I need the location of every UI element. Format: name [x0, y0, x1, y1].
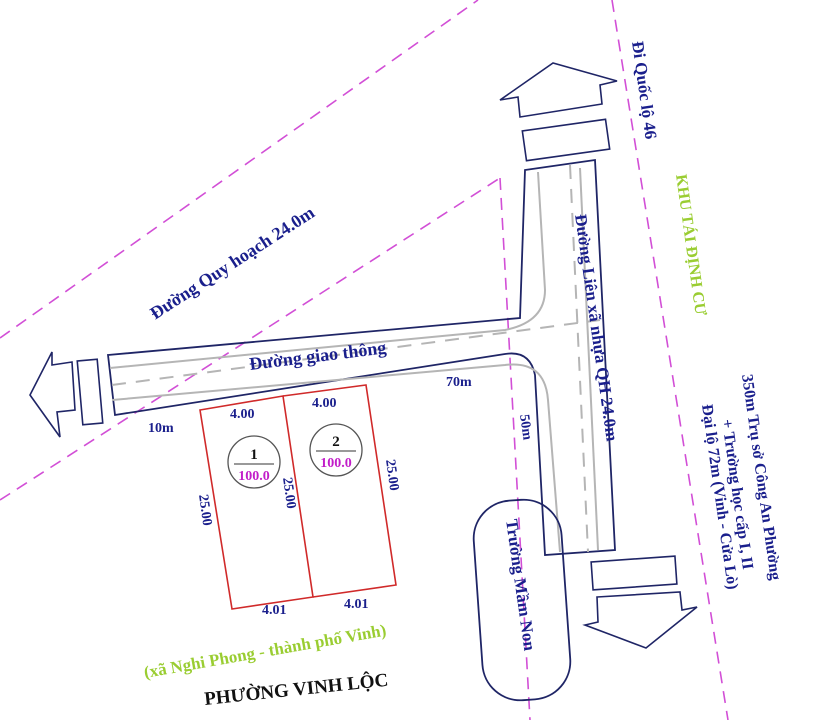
distance-left-label: 10m: [148, 421, 174, 436]
lot-1-number: 1: [250, 447, 258, 463]
traffic-road-label: Đường giao thông: [248, 337, 387, 374]
kindergarten-block: [472, 498, 572, 702]
arrow-down-icon: [582, 591, 698, 649]
lot-1-front: 4.00: [230, 407, 255, 422]
lot-2-area: 100.0: [320, 456, 352, 471]
lot-1-left-side: 25.00: [195, 493, 214, 526]
kindergarten-label: Trường Mầm Non: [502, 518, 539, 653]
lot-2-back: 4.01: [344, 597, 369, 612]
lot-2-boundary: [282, 384, 397, 598]
lot-1-badge: [227, 435, 281, 489]
distance-vertical-label: 50m: [516, 413, 534, 441]
arrow-up-icon: [499, 62, 618, 118]
lot-2-badge: [309, 423, 363, 477]
ward-label: PHƯỜNG VINH LỘC: [203, 669, 389, 710]
resettlement-area-label: KHU TÁI ĐỊNH CƯ: [672, 173, 711, 317]
lot-1-right-side: 25.00: [279, 476, 298, 509]
arrow-left-bar: [76, 358, 104, 426]
inter-commune-road-label: Đường Liên xã nhựa QH 24.0m: [571, 213, 622, 443]
planning-boundaries: [0, 0, 729, 720]
arrow-left-icon: [29, 351, 76, 438]
lot-2-front: 4.00: [312, 396, 337, 411]
lot-1-back: 4.01: [262, 603, 287, 618]
arrow-up-bar: [521, 118, 611, 162]
plan-line-top-left: [0, 0, 479, 339]
traffic-road: [106, 158, 616, 556]
arrow-left: [29, 351, 104, 438]
plan-line-road-right: [611, 0, 729, 720]
arrow-down: [582, 555, 698, 649]
arrow-down-bar: [590, 555, 678, 591]
planned-road-label: Đường Quy hoạch 24.0m: [146, 202, 318, 323]
lots: [199, 384, 397, 610]
arrow-up: [499, 62, 618, 162]
lot-1-area: 100.0: [238, 469, 270, 484]
plan-line-road-left: [499, 177, 531, 720]
lot-2-right-side: 25.00: [382, 458, 401, 491]
distance-right-label: 70m: [446, 375, 472, 390]
lot-2-number: 2: [332, 434, 340, 450]
